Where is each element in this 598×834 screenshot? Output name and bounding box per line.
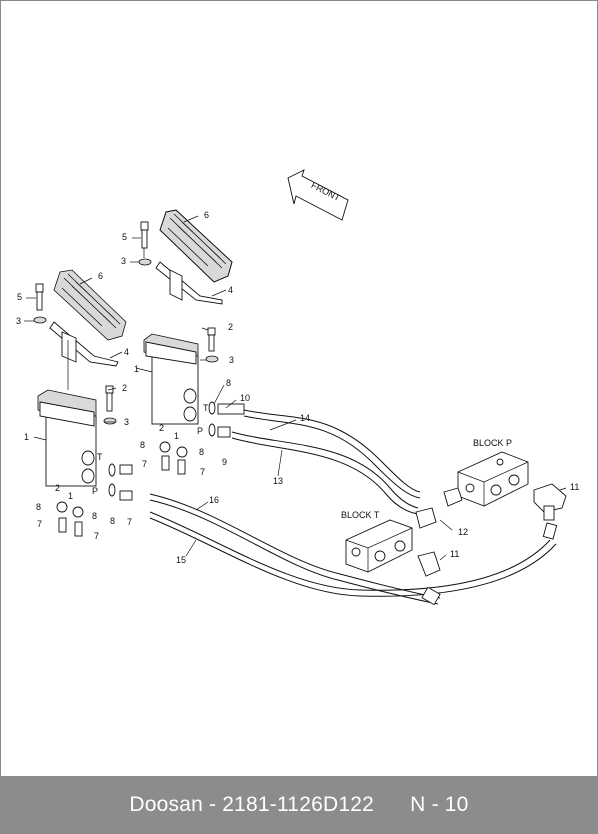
callout-5-left: 5 [17,292,22,302]
callout-7-c: 7 [127,517,132,527]
footer-gap [374,793,410,817]
block-p [457,451,529,507]
bracket-left [49,321,119,390]
pedal-right [159,209,233,283]
footer-separator: - [203,793,223,816]
callout-7-b: 7 [200,467,205,477]
fitting-11-block-t [417,551,441,577]
washer-3-right-2 [205,355,219,363]
callout-3-right-2: 3 [229,355,234,365]
callout-14: 14 [300,413,310,423]
footer-brand: Doosan [129,793,204,816]
parts-diagram: FRONT [16,169,579,606]
callout-3-left-2: 3 [124,417,129,427]
callout-8-e: 8 [92,511,97,521]
hose-14 [243,409,421,499]
washer-3-left-2 [103,417,117,425]
hose-16 [149,493,441,605]
callout-6-right: 6 [204,210,209,220]
callout-11-p: 11 [570,482,579,492]
callout-7-d: 7 [37,519,42,529]
callout-2-left: 2 [122,383,127,393]
block-p-label: BLOCK P [473,438,512,448]
callout-15: 15 [176,555,186,565]
callout-1-left-b: 1 [68,491,73,501]
callout-5-right: 5 [122,232,127,242]
leader-lines [24,215,567,561]
hose-end-15 [542,522,558,540]
callout-3-right: 3 [121,256,126,266]
callout-2-left-b: 2 [55,483,60,493]
callout-12: 12 [458,527,468,537]
hose-15 [149,511,557,597]
port-t-left: T [97,452,103,462]
footer-page: N - 10 [410,793,469,816]
footer-bar: Doosan - 2181-1126D122 N - 10 [0,776,598,834]
valve-right [143,333,199,425]
port-t-right: T [203,403,209,413]
callout-8-f: 8 [110,516,115,526]
callout-6-left: 6 [98,271,103,281]
callout-13: 13 [273,476,283,486]
hose-end-16 [421,586,441,606]
callout-8-b: 8 [140,440,145,450]
callout-8-a: 8 [226,378,231,388]
callout-16: 16 [209,495,219,505]
footer-part-number: 2181-1126D122 [222,793,374,816]
front-arrow: FRONT [287,169,349,221]
hose-13 [231,431,419,515]
pedal-left [53,269,127,341]
fitting-11-block-p [533,483,567,521]
callout-10: 10 [240,393,250,403]
fittings-right-valve [159,441,188,475]
callout-2-right-b: 2 [159,423,164,433]
callout-8-c: 8 [199,447,204,457]
callout-11-t: 11 [450,549,459,559]
port-p-left: P [92,486,98,496]
callout-1-right: 1 [134,364,139,374]
bolt-2-right [207,327,216,352]
block-t [345,519,413,573]
callouts: 6 5 3 4 6 5 3 4 2 3 1 2 3 1 8 10 T P 14 … [16,210,579,565]
bracket-right [155,261,223,305]
valve-left [37,389,97,487]
port-p-right: P [197,426,203,436]
washer-3-right [138,258,152,266]
callout-2-right: 2 [228,322,233,332]
callout-7-a: 7 [142,459,147,469]
fittings-left-valve [56,501,84,537]
callout-7-e: 7 [94,531,99,541]
callout-9: 9 [222,457,227,467]
bolt-5-left [35,283,44,311]
bolt-5-right [140,221,149,258]
block-t-label: BLOCK T [341,510,380,520]
callout-8-d: 8 [36,502,41,512]
callout-1-right-b: 1 [174,431,179,441]
adapters-left [108,463,133,501]
callout-3-left: 3 [16,316,21,326]
callout-4-right: 4 [228,285,233,295]
callout-1-left: 1 [24,432,29,442]
fitting-12 [415,487,463,529]
washer-3-left [33,316,47,324]
callout-4-left: 4 [124,347,129,357]
adapters-right [208,401,245,438]
